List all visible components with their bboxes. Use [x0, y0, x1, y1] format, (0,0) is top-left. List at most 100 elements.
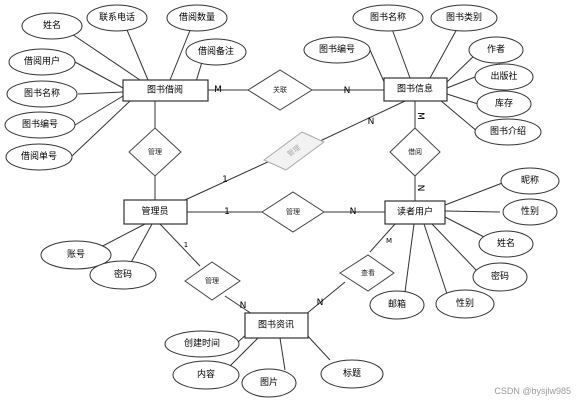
edge-reader-attr-password	[431, 223, 479, 273]
card-view-news: N	[317, 298, 324, 308]
edge-reader-attr-gender1	[444, 210, 501, 213]
edge-admin-rel-mgrnews	[159, 223, 201, 267]
edge-borrow-attr-bookname	[77, 91, 124, 95]
svg-text:图书介绍: 图书介绍	[490, 125, 526, 137]
attr-news-created: 创建时间	[164, 330, 240, 358]
relationship-label: 管理	[148, 147, 162, 156]
attr-reader-password: 密码	[472, 262, 528, 292]
attr-reader-gender-2: 性别	[435, 289, 495, 319]
edge-reader-attr-email	[404, 223, 415, 293]
edge-news-attr-title	[304, 332, 331, 361]
svg-text:性别: 性别	[521, 205, 539, 217]
card-mgrbook-admin: 1	[222, 175, 228, 185]
svg-text:图书名称: 图书名称	[24, 87, 60, 99]
relationship-label: 管理	[205, 276, 219, 285]
entity-label: 读者用户	[397, 206, 433, 218]
attr-news-content: 内容	[172, 360, 240, 390]
edge-borrow-attr-bookno	[74, 95, 124, 126]
card-link-book: N	[344, 86, 351, 96]
relationship-view: 查看	[339, 254, 395, 292]
attr-borrow-orderno: 借阅单号	[5, 143, 73, 171]
card-mgrreader-admin: 1	[224, 207, 230, 217]
attr-news-image: 图片	[241, 368, 297, 398]
relationship-manage-book: 管理	[263, 131, 325, 171]
edge-book-attr-publisher	[446, 76, 476, 89]
relationship-label: 查看	[361, 268, 375, 277]
edge-book-attr-bookno	[369, 49, 386, 85]
edge-reader-rel-view	[369, 223, 396, 253]
attr-borrow-bookno: 图书编号	[4, 111, 76, 139]
svg-text:图片: 图片	[260, 376, 278, 388]
svg-text:图书名称: 图书名称	[370, 11, 406, 23]
svg-text:图书编号: 图书编号	[319, 43, 355, 55]
attr-book-bookno: 图书编号	[303, 36, 371, 64]
edge-rel-mgrnews-news	[224, 295, 253, 315]
svg-text:邮箱: 邮箱	[388, 298, 406, 310]
svg-text:借阅用户: 借阅用户	[24, 55, 60, 67]
attr-borrow-remark: 借阅备注	[185, 38, 247, 66]
edge-book-attr-stock	[446, 93, 479, 105]
edge-reader-attr-nickname	[444, 181, 506, 206]
entity-label: 图书信息	[397, 83, 433, 95]
card-borrow-reader: N	[415, 185, 425, 192]
edge-borrow-attr-orderno	[71, 100, 131, 157]
edge-rel-mgrbook-book	[317, 100, 406, 143]
relationship-label: 管理	[286, 207, 300, 216]
svg-text:图书编号: 图书编号	[22, 118, 58, 130]
card-mgrnews-news: N	[240, 301, 247, 311]
svg-text:创建时间: 创建时间	[184, 337, 220, 349]
relationship-label: 借阅	[408, 147, 422, 156]
attr-admin-password: 密码	[89, 260, 157, 290]
entity-admin: 管理员	[123, 199, 188, 225]
entity-reader: 读者用户	[384, 200, 446, 225]
attr-book-author: 作者	[468, 36, 524, 64]
relationship-manage-borrow: 管理	[128, 127, 182, 177]
entity-label: 图书资讯	[258, 320, 294, 331]
attr-reader-nickname: 昵称	[500, 167, 560, 195]
card-mgrreader-reader: N	[350, 207, 357, 217]
edge-rel-view-news	[304, 281, 346, 316]
edge-admin-attr-password	[127, 223, 153, 269]
svg-text:账号: 账号	[67, 249, 85, 260]
svg-text:借阅单号: 借阅单号	[21, 150, 57, 162]
entity-label: 管理员	[141, 205, 168, 217]
entity-borrow: 图书借阅	[122, 79, 209, 102]
relationship-manage-news: 管理	[184, 261, 241, 301]
card-link-borrow: M	[214, 85, 222, 95]
edge-reader-attr-name	[444, 216, 491, 241]
relationship-label: 关联	[273, 85, 287, 94]
edges	[59, 17, 506, 371]
svg-text:姓名: 姓名	[43, 19, 61, 31]
attr-borrow-bookname: 图书名称	[6, 80, 78, 108]
svg-text:昵称: 昵称	[521, 174, 539, 186]
svg-text:联系电话: 联系电话	[99, 11, 135, 23]
relationship-borrow: 借阅	[389, 127, 441, 177]
svg-text:密码: 密码	[114, 268, 132, 280]
svg-text:姓名: 姓名	[497, 237, 515, 249]
attr-book-bookname: 图书名称	[352, 4, 424, 32]
card-borrow-book: M	[415, 112, 425, 120]
relationship-manage-reader: 管理	[261, 191, 325, 233]
attr-reader-email: 邮箱	[369, 290, 425, 320]
svg-text:图书类别: 图书类别	[446, 11, 482, 23]
svg-text:内容: 内容	[197, 368, 215, 380]
edge-news-attr-content	[227, 337, 259, 369]
attr-book-category: 图书类别	[430, 4, 498, 32]
attr-admin-account: 账号	[40, 240, 112, 270]
attr-borrow-name: 姓名	[21, 12, 83, 40]
edge-news-attr-image	[279, 337, 286, 371]
edge-reader-attr-gender2	[423, 223, 449, 298]
attr-news-title: 标题	[320, 359, 384, 389]
edge-admin-attr-account	[94, 223, 146, 251]
svg-text:密码: 密码	[491, 270, 509, 282]
svg-text:标题: 标题	[343, 367, 361, 379]
cardinalities: M N 1 N 1 N M N 1 N M N	[184, 85, 425, 311]
edge-borrow-attr-user	[74, 61, 124, 89]
svg-text:借阅数量: 借阅数量	[179, 11, 215, 23]
card-view-reader: M	[386, 237, 392, 245]
svg-text:库存: 库存	[495, 97, 513, 109]
attr-reader-name: 姓名	[478, 230, 534, 258]
attr-book-publisher: 出版社	[474, 63, 534, 91]
watermark: CSDN @bysjlw985	[494, 386, 571, 396]
